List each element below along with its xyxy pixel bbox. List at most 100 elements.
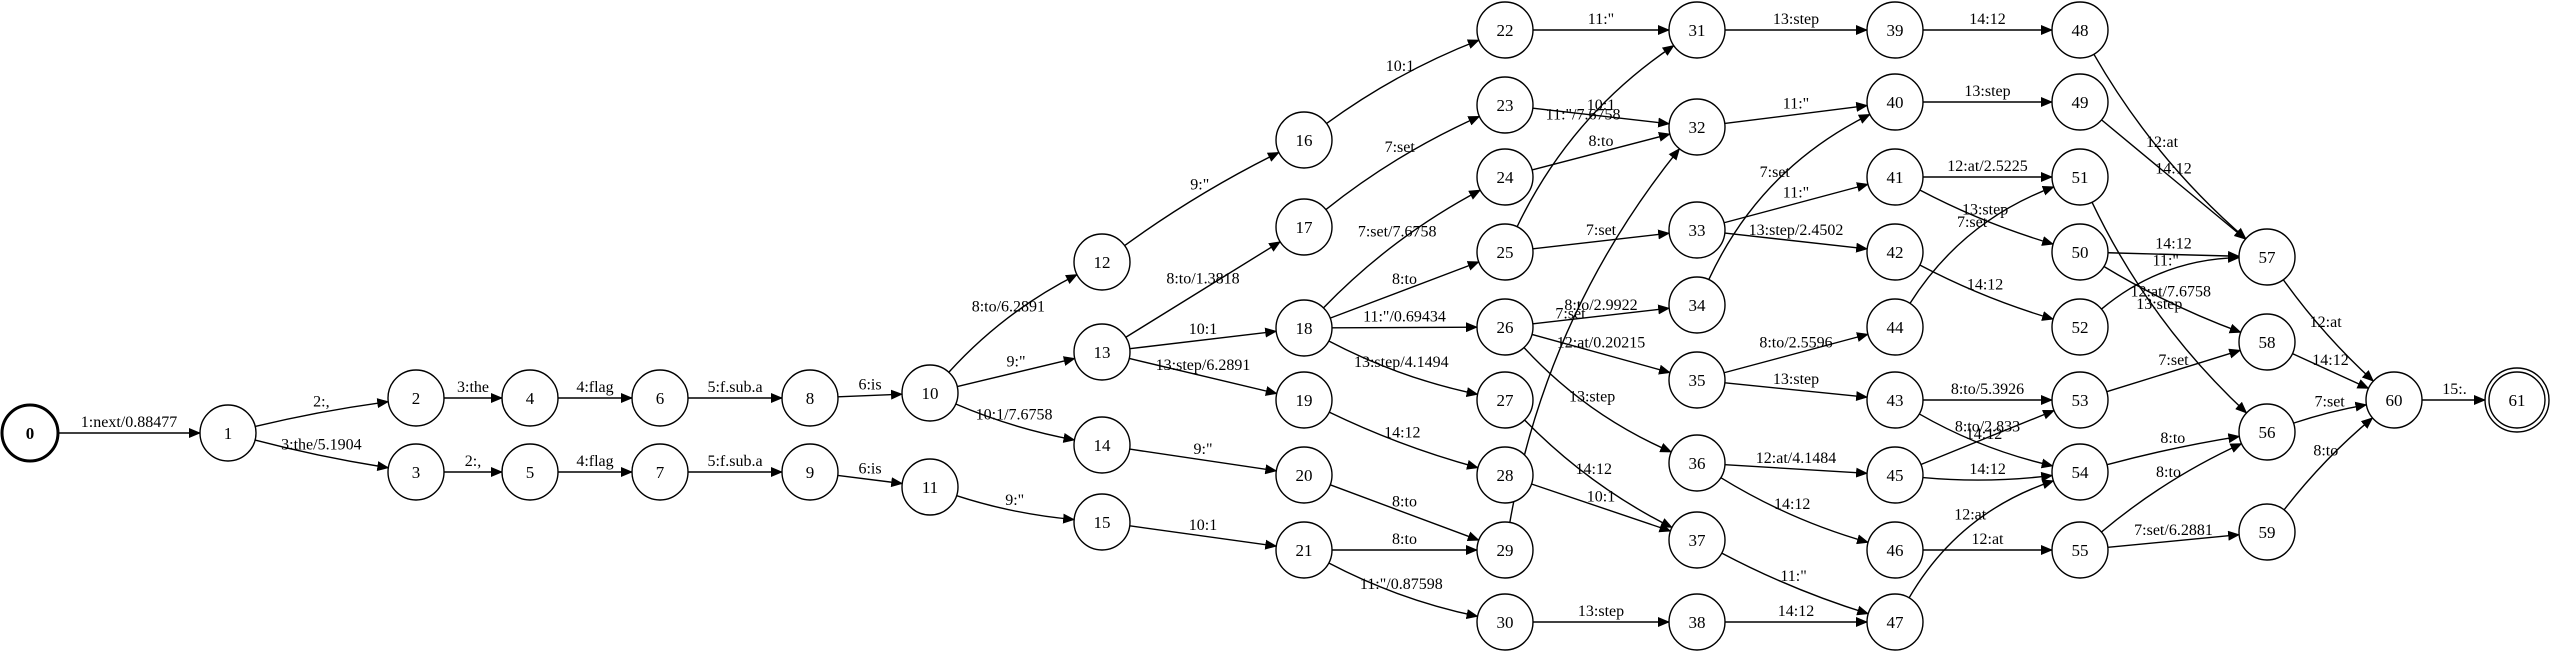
- arc-label-39-48: 14:12: [1969, 11, 2005, 28]
- state-36: 36: [1668, 434, 1726, 492]
- arc-label-33-41: 11:": [1783, 185, 1809, 202]
- arc-42-52: [1919, 264, 2055, 321]
- arc-26-35: [1531, 333, 1671, 375]
- arc-35-43: [1724, 382, 1869, 402]
- state-circle: [501, 369, 559, 427]
- arc-55-59: [2107, 530, 2241, 549]
- arc-label-8-10: 6:is: [858, 377, 881, 394]
- arc-label-18-26: 11:"/0.69434: [1363, 309, 1446, 326]
- state-circle: [1476, 148, 1534, 206]
- state-20: 20: [1275, 446, 1333, 504]
- arc-28-37: [1531, 483, 1672, 533]
- state-circle: [631, 369, 689, 427]
- state-circle: [901, 364, 959, 422]
- arc-11-15: [956, 494, 1076, 524]
- arc-label-29-32: 7:set: [1555, 306, 1586, 323]
- arc-label-55-59: 7:set/6.2881: [2134, 522, 2213, 539]
- state-56: 56: [2238, 403, 2296, 461]
- arc-label-18-27: 13:step/4.1494: [1354, 354, 1449, 371]
- state-label: 59: [2259, 523, 2276, 542]
- state-label: 45: [1887, 466, 1904, 485]
- state-44: 44: [1866, 298, 1924, 356]
- state-circle: [1866, 1, 1924, 59]
- arc-label-10-12: 8:to/6.2891: [972, 299, 1045, 316]
- arc-label-45-54: 14:12: [1969, 461, 2005, 478]
- state-circle: [2365, 371, 2423, 429]
- state-45: 45: [1866, 446, 1924, 504]
- arc-23-32: [1532, 107, 1671, 128]
- arc-label-60-61: 15:.: [2442, 381, 2466, 398]
- arc-10-13: [957, 356, 1076, 388]
- arc-label-2-4: 3:the: [457, 379, 489, 396]
- arc-label-38-47: 14:12: [1778, 603, 1814, 620]
- arc-label-46-55: 12:at: [1972, 531, 2005, 548]
- arc-label-18-24: 7:set/7.6758: [1358, 224, 1437, 241]
- arc-26-34: [1532, 304, 1671, 325]
- state-label: 33: [1689, 221, 1706, 240]
- state-label: 49: [2072, 93, 2089, 112]
- state-circle: [1668, 434, 1726, 492]
- state-label: 20: [1296, 466, 1313, 485]
- arc-label-40-49: 13:step: [1964, 83, 2010, 100]
- arc-label-41-50: 13:step: [1962, 201, 2008, 218]
- state-circle: [2051, 443, 2109, 501]
- arc-26-36: [1523, 347, 1673, 453]
- arc-label-24-32: 8:to: [1589, 133, 1614, 150]
- state-27: 27: [1476, 371, 1534, 429]
- arc-59-60: [2283, 417, 2374, 511]
- state-circle: [1476, 371, 1534, 429]
- state-circle: [2051, 73, 2109, 131]
- state-label: 21: [1296, 541, 1313, 560]
- state-54: 54: [2051, 443, 2109, 501]
- state-55: 55: [2051, 521, 2109, 579]
- state-24: 24: [1476, 148, 1534, 206]
- state-label: 43: [1887, 391, 1904, 410]
- arc-label-30-38: 13:step: [1578, 603, 1624, 620]
- arc-13-19: [1129, 357, 1278, 396]
- state-label: 34: [1689, 296, 1707, 315]
- state-label: 55: [2072, 541, 2089, 560]
- arc-53-58: [2106, 348, 2242, 393]
- state-9: 9: [781, 443, 839, 501]
- arc-10-14: [955, 403, 1076, 443]
- arc-25-33: [1532, 229, 1671, 250]
- arc-label-27-37: 14:12: [1576, 461, 1612, 478]
- state-circle: [2051, 1, 2109, 59]
- state-label: 14: [1094, 436, 1112, 455]
- arc-50-57: [2107, 250, 2241, 261]
- arc-label-53-58: 7:set: [2158, 352, 2189, 369]
- arc-label-31-39: 13:step: [1773, 11, 1819, 28]
- state-label: 16: [1296, 131, 1313, 150]
- state-circle: [1476, 446, 1534, 504]
- state-label: 15: [1094, 513, 1111, 532]
- arc-50-58: [2103, 265, 2242, 334]
- state-circle: [1275, 521, 1333, 579]
- state-52: 52: [2051, 298, 2109, 356]
- arc-17-23: [1325, 115, 1481, 211]
- arc-label-23-32: 10:1: [1587, 97, 1615, 114]
- arc-18-25: [1329, 261, 1480, 319]
- state-32: 32: [1668, 98, 1726, 156]
- arc-label-17-23: 7:set: [1385, 139, 1416, 156]
- arc-8-10: [837, 389, 904, 400]
- state-circle: [1073, 233, 1131, 291]
- arc-label-7-9: 5:f.sub.a: [707, 453, 762, 470]
- state-23: 23: [1476, 76, 1534, 134]
- state-label: 50: [2072, 243, 2089, 262]
- arc-35-44: [1723, 332, 1869, 374]
- state-60: 60: [2365, 371, 2423, 429]
- state-circle: [1476, 593, 1534, 651]
- state-48: 48: [2051, 1, 2109, 59]
- arc-label-4-6: 4:flag: [576, 379, 613, 396]
- arc-label-52-57: 11:": [2153, 252, 2179, 269]
- arc-label-33-42: 13:step/2.4502: [1749, 222, 1844, 239]
- arc-13-18: [1129, 327, 1278, 350]
- state-label: 27: [1497, 391, 1515, 410]
- arc-label-12-16: 9:": [1190, 177, 1209, 194]
- arc-label-43-53: 8:to/5.3926: [1951, 381, 2024, 398]
- state-label: 32: [1689, 118, 1706, 137]
- arc-34-40: [1708, 113, 1871, 280]
- state-label: 57: [2259, 248, 2277, 267]
